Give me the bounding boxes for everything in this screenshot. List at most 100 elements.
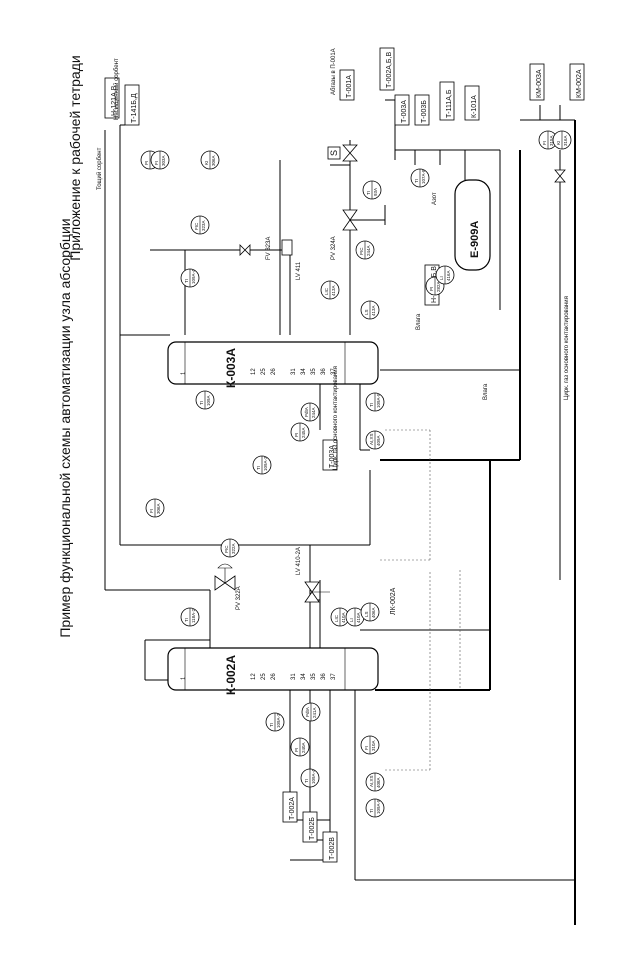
instrument-tag: FI — [364, 746, 369, 750]
instrument-number: 413А — [331, 285, 336, 296]
tray-number: 26 — [271, 368, 277, 375]
tray-number: 31 — [291, 673, 297, 680]
instrument-number: 408А — [376, 777, 381, 788]
stream-box-t002a: Т-002А — [282, 791, 298, 823]
stream-label-abgases: Абгазы в П-001А — [331, 48, 337, 95]
stream-label-gas_cycle_k003: Цирк. газ основного контактирования — [333, 366, 339, 470]
stream-box-label: Т-001А — [346, 75, 353, 98]
valve-pv324 — [342, 209, 358, 231]
tray-number: 37 — [331, 368, 337, 375]
instrument-number: 107А-8 — [421, 169, 426, 184]
piping — [104, 99, 576, 925]
stream-box-label: Т-003А — [329, 445, 336, 468]
instrument-tag: TI — [369, 809, 374, 813]
stream-box-label: КМ-003А — [536, 69, 543, 98]
stream-label-moisture: Влага — [416, 313, 422, 330]
instrument-number: 244А — [366, 245, 371, 256]
stream-label-moisture_k003: Влага — [483, 383, 489, 400]
stream-label-pv322: PV 322А — [236, 586, 242, 610]
stream-label-lv410: LV 410-2А — [296, 547, 302, 575]
tray-number: 1 — [181, 371, 187, 375]
instruments-k003a: TI109А-4FIC323АPI250АFI303АKI306АTI109АP… — [140, 130, 572, 475]
instrument-number: 410А — [356, 612, 361, 623]
instrument-tag: TI — [269, 723, 274, 727]
instrument-number: 244А — [311, 407, 316, 418]
instrument-number: 322А — [231, 543, 236, 554]
stream-box-t141: Т-141Б,Д — [124, 84, 140, 126]
stream-label-nitrogen: Азот — [432, 192, 438, 205]
tray-number: 34 — [301, 673, 307, 680]
instrument-number: 306А — [156, 503, 161, 514]
tray-number: 34 — [301, 368, 307, 375]
instrument-number: 245А — [301, 427, 306, 438]
stream-box-label: Т-002А,Б,В — [386, 52, 393, 88]
instrument-tag: TI — [366, 191, 371, 195]
tray-number: 36 — [321, 368, 327, 375]
valve-pv322 — [214, 563, 236, 591]
stream-box-label: К-101А — [471, 95, 478, 118]
instrument-number: 240А — [301, 742, 306, 753]
stream-box-label: Н-121А,В — [111, 85, 118, 116]
valve-km — [554, 169, 566, 183]
stream-box-t001: Т-001А — [339, 69, 355, 101]
instrument-number: 323А — [201, 220, 206, 231]
tray-number: 25 — [261, 368, 267, 375]
k003a-label: К-003А — [224, 348, 238, 388]
instrument-number: 409А — [376, 435, 381, 446]
tray-number: 35 — [311, 368, 317, 375]
valve-fv323 — [239, 244, 251, 256]
stream-box-t002abv: Т-002А,Б,В — [379, 47, 395, 91]
valve-lv411 — [281, 239, 293, 256]
instrument-tag: TI — [184, 618, 189, 622]
instrument-tag: TI — [414, 179, 419, 183]
instrument-tag: PI — [294, 748, 299, 752]
stream-label-rich_sorbent: Насыщенный сорбент — [113, 58, 120, 120]
tray-number: 37 — [331, 673, 337, 680]
tray-number: 25 — [261, 673, 267, 680]
instrument-tag: LS — [364, 611, 369, 617]
instrument-tag: TI — [369, 403, 374, 407]
instrument-tag: TI — [199, 401, 204, 405]
stream-box-label: Т-002В — [329, 837, 336, 860]
stream-box-label: Т-002А — [289, 797, 296, 820]
instrument-tag: LIC — [324, 287, 329, 295]
stream-box-n121: Н-121А,В — [104, 77, 120, 119]
stream-box-t003b: Т-003Б — [414, 94, 430, 126]
instrument-number: 303А — [161, 155, 166, 166]
tray-number: 1 — [181, 676, 187, 680]
instrument-tag: PdIA — [304, 407, 309, 417]
stream-label-gas_cycle: Цирк. газ основного контактирования — [564, 296, 570, 400]
signal-s-letter: S — [329, 150, 339, 156]
instrument-number: 109А-3 — [263, 456, 268, 471]
stream-box-km002: КМ-002А — [569, 63, 585, 101]
instrument-number: 410А — [341, 612, 346, 623]
instrument-number: 109А — [206, 395, 211, 406]
tray-number: 31 — [291, 368, 297, 375]
instrument-number: 406А — [371, 607, 376, 618]
